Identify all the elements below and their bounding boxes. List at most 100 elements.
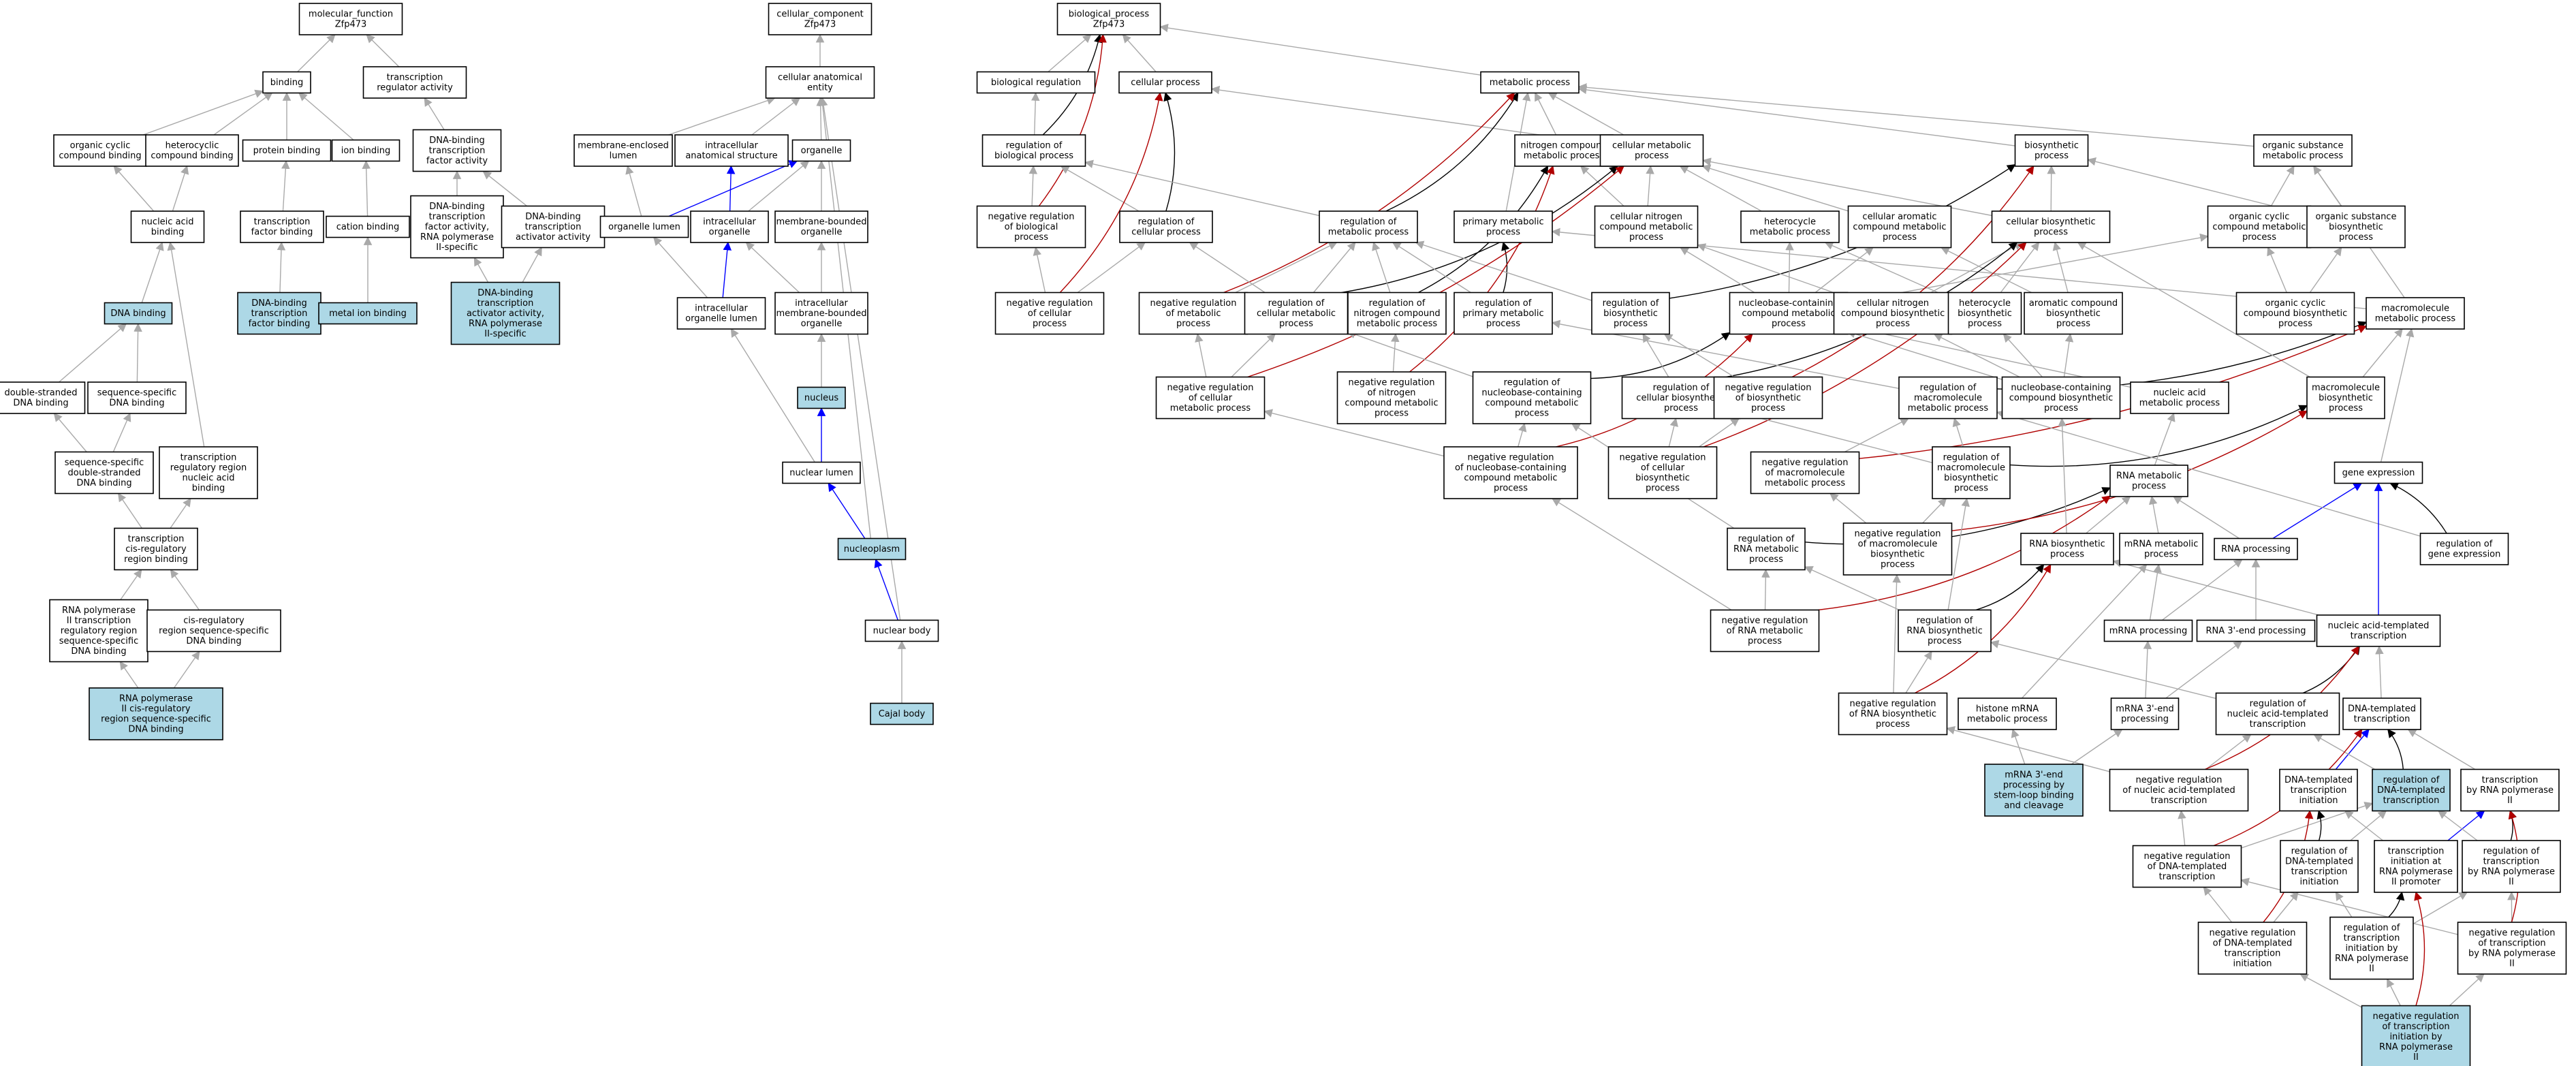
- go-term-node-organelle[interactable]: organelle: [791, 139, 851, 162]
- go-term-node-rna3end[interactable]: RNA 3'-end processing: [2196, 619, 2316, 642]
- go-term-node-gexp[interactable]: gene expression: [2334, 461, 2423, 484]
- go-term-node-metproc[interactable]: metabolic process: [1480, 71, 1580, 94]
- go-term-node-protb[interactable]: protein binding: [242, 139, 332, 162]
- go-term-node-cajal[interactable]: Cajal body: [870, 702, 934, 725]
- go-term-node-dnab[interactable]: DNA binding: [104, 302, 173, 325]
- go-term-node-nucleoplasm[interactable]: nucleoplasm: [837, 537, 907, 561]
- go-term-node-nlumen[interactable]: nuclear lumen: [782, 461, 861, 484]
- go-term-node-nucleus[interactable]: nucleus: [797, 386, 846, 409]
- go-term-node-bioreg[interactable]: biological regulation: [976, 71, 1096, 94]
- go-term-node-cellproc[interactable]: cellular process: [1118, 71, 1212, 94]
- go-term-node-rmbp[interactable]: regulation ofmacromoleculebiosyntheticpr…: [1932, 446, 2011, 499]
- go-term-node-binding[interactable]: binding: [262, 71, 311, 94]
- go-term-node-rdtti[interactable]: regulation ofDNA-templatedtranscriptioni…: [2280, 840, 2359, 893]
- go-term-node-ionb[interactable]: ion binding: [331, 139, 400, 162]
- go-term-node-mrnaproc[interactable]: mRNA processing: [2103, 619, 2193, 642]
